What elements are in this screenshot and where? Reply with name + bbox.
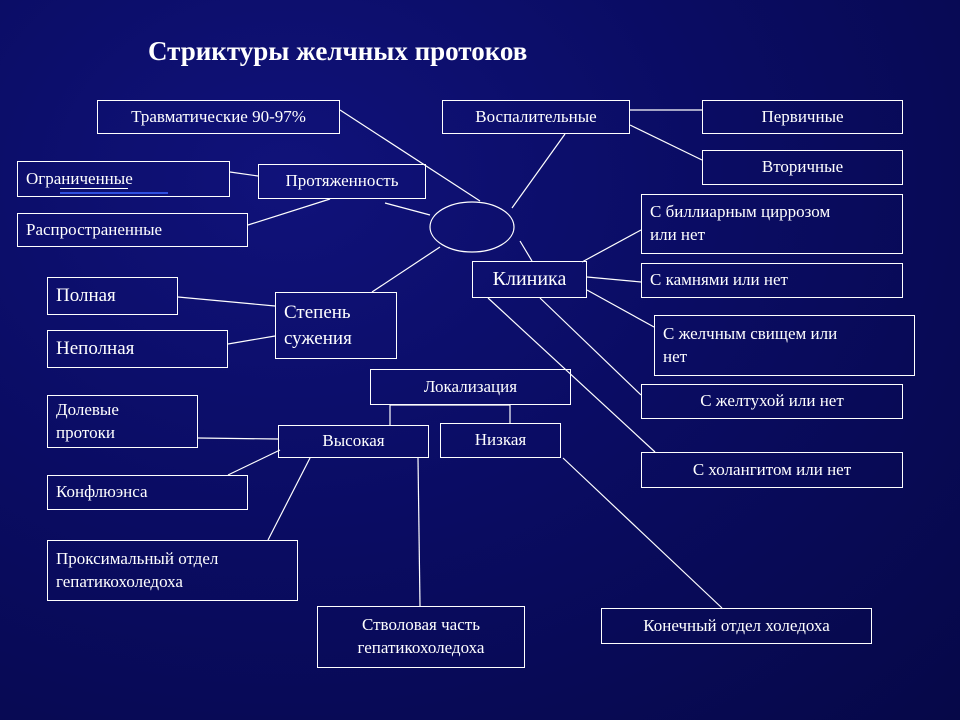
connector-hub-clinic	[519, 240, 533, 262]
node-low: Низкая	[440, 423, 561, 458]
node-cirrhosis: С биллиарным циррозом или нет	[641, 194, 903, 254]
connector-clinic-cholangitis	[487, 297, 656, 453]
connector-clinic-fistula	[586, 289, 655, 328]
node-confluence: Конфлюэнса	[47, 475, 248, 510]
node-inflammatory: Воспалительные	[442, 100, 630, 134]
connector-inflammatory-secondary	[629, 124, 703, 161]
node-cholangitis: С холангитом или нет	[641, 452, 903, 488]
node-clinic-label: Клиника	[492, 268, 567, 290]
node-traumatic-label: Травматические 90-97%	[131, 106, 306, 126]
node-high: Высокая	[278, 425, 429, 458]
node-lobar-ducts-label: Долевые протоки	[56, 399, 119, 442]
node-trunk-label: Стволовая часть гепатикохоледоха	[357, 615, 485, 657]
node-fistula: С желчным свищем или нет	[654, 315, 915, 376]
node-traumatic: Травматические 90-97%	[97, 100, 340, 134]
connector-low-terminal	[562, 457, 723, 609]
node-secondary: Вторичные	[702, 150, 903, 185]
node-high-label: Высокая	[322, 431, 385, 451]
node-complete-label: Полная	[56, 285, 116, 307]
node-cholangitis-label: С холангитом или нет	[692, 459, 852, 479]
connector-high-confluence	[227, 449, 281, 476]
node-terminal-label: Конечный отдел холедоха	[643, 615, 830, 635]
connector-high-proximal	[267, 457, 311, 541]
node-low-label: Низкая	[474, 430, 527, 450]
connector-high-lobar	[197, 437, 279, 440]
node-stenosis-degree-label: Степень сужения	[284, 301, 352, 349]
node-incomplete: Неполная	[47, 330, 228, 368]
node-extent: Протяженность	[258, 164, 426, 199]
node-cirrhosis-label: С биллиарным циррозом или нет	[650, 202, 831, 244]
connector-hub-extent	[384, 202, 431, 216]
node-fistula-label: С желчным свищем или нет	[663, 323, 838, 366]
node-proximal-label: Проксимальный отдел гепатикохоледоха	[56, 548, 219, 591]
connector-hub-stenosis	[371, 246, 441, 293]
accent-line-top-short	[60, 188, 128, 189]
node-inflammatory-label: Воспалительные	[475, 106, 597, 126]
slide-title: Стриктуры желчных протоков	[148, 36, 528, 66]
node-incomplete-label: Неполная	[56, 338, 135, 360]
node-secondary-label: Вторичные	[761, 157, 844, 177]
node-proximal: Проксимальный отдел гепатикохоледоха	[47, 540, 298, 601]
connector-extent-widespread	[247, 198, 331, 226]
node-complete: Полная	[47, 277, 178, 315]
connector-clinic-cirrhosis	[581, 229, 642, 263]
node-limited: Ограниченные	[17, 161, 230, 197]
node-primary-label: Первичные	[761, 106, 844, 126]
central-hub	[429, 201, 515, 253]
node-jaundice-label: С желтухой или нет	[700, 391, 844, 411]
connector-clinic-jaundice	[539, 297, 642, 396]
node-primary: Первичные	[702, 100, 903, 134]
node-localization: Локализация	[370, 369, 571, 405]
node-extent-label: Протяженность	[285, 171, 399, 191]
node-widespread: Распространенные	[17, 213, 248, 247]
node-stones-label: С камнями или нет	[650, 270, 788, 290]
node-stones: С камнями или нет	[641, 263, 903, 298]
node-confluence-label: Конфлюэнса	[56, 482, 148, 502]
connector-hub-traumatic	[339, 109, 481, 202]
node-trunk: Стволовая часть гепатикохоледоха	[317, 606, 525, 668]
node-clinic: Клиника	[472, 261, 587, 298]
connector-extent-limited	[229, 171, 259, 177]
connector-stenosis-incomplete	[227, 335, 276, 345]
node-terminal: Конечный отдел холедоха	[601, 608, 872, 644]
connector-high-trunk	[417, 457, 421, 607]
node-stenosis-degree: Степень сужения	[275, 292, 397, 359]
node-localization-label: Локализация	[423, 376, 518, 396]
connector-hub-inflammatory	[511, 133, 566, 209]
connector-clinic-stones	[586, 276, 642, 283]
accent-line-top	[60, 192, 168, 194]
connector-stenosis-complete	[177, 296, 276, 307]
node-limited-label: Ограниченные	[26, 168, 133, 188]
node-jaundice: С желтухой или нет	[641, 384, 903, 419]
node-widespread-label: Распространенные	[26, 219, 163, 239]
node-lobar-ducts: Долевые протоки	[47, 395, 198, 448]
